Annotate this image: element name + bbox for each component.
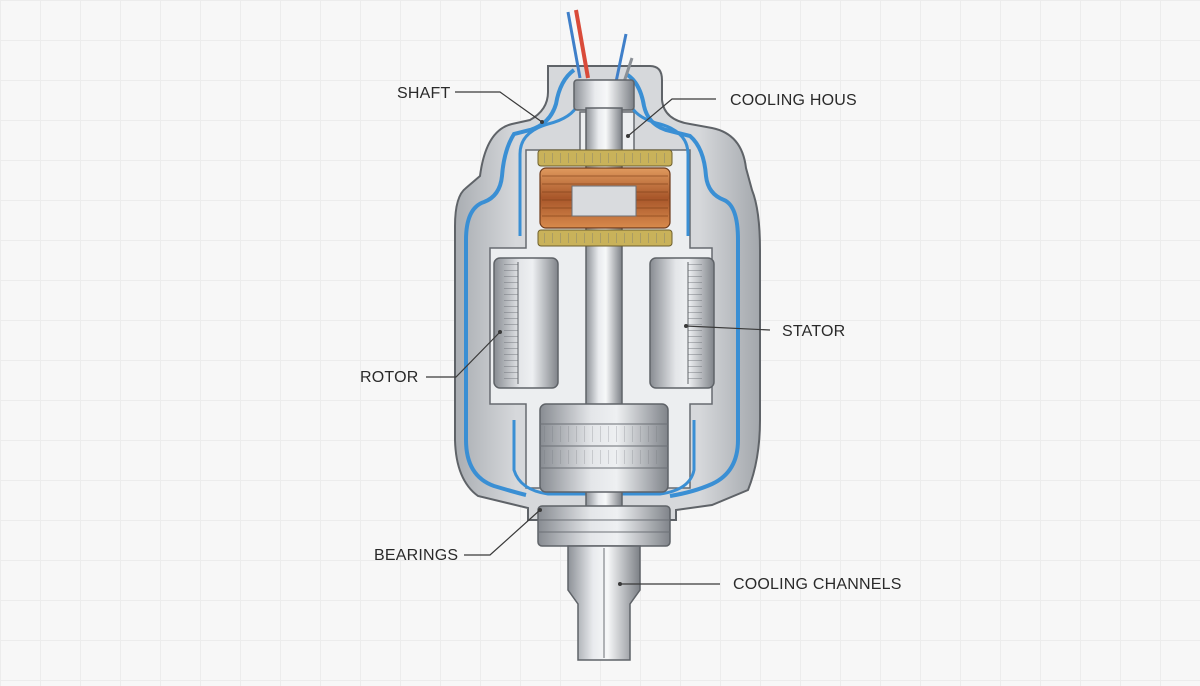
leader-cooling-channels-dot [618, 582, 622, 586]
label-shaft: SHAFT [397, 85, 450, 102]
copper-winding-core [571, 185, 637, 217]
wire-gray [622, 57, 634, 83]
lower-bearing-balls-1 [544, 426, 664, 442]
wire-red [574, 9, 590, 79]
lower-bearing-rings [540, 423, 668, 469]
leader-rotor-dot [498, 330, 502, 334]
shaft-top-cap [573, 79, 635, 111]
leader-stator-dot [684, 324, 688, 328]
cooling-channel-right [624, 72, 740, 498]
lower-bearing-balls-2 [544, 450, 664, 464]
rotor-laminations-left [504, 262, 518, 384]
upper-bearing-balls-bottom [540, 233, 670, 243]
lower-bearing-stack [539, 403, 669, 493]
leader-shaft [455, 91, 543, 123]
stator-laminations-right [688, 262, 702, 384]
label-cooling-channels: COOLING CHANNELS [733, 576, 902, 593]
upper-bearing-balls-top [540, 153, 670, 163]
label-bearings: BEARINGS [374, 547, 458, 564]
leader-cooling-housing-dot [626, 134, 630, 138]
leader-bearings-dot [538, 508, 542, 512]
wire-blue-1 [566, 11, 582, 79]
leader-rotor [426, 331, 501, 378]
label-stator: STATOR [782, 323, 845, 340]
stator-stack-right [649, 257, 715, 389]
cooling-channel-left [464, 68, 576, 497]
leader-stator [685, 325, 771, 331]
label-rotor: ROTOR [360, 369, 418, 386]
leader-cooling-housing [627, 98, 716, 137]
label-cooling-housing: COOLING HOUS [730, 92, 857, 109]
leader-shaft-dot [540, 120, 544, 124]
bottom-flange [537, 505, 671, 547]
leader-bearings [464, 509, 541, 556]
rotor-stack-left [493, 257, 559, 389]
wire-blue-2 [614, 33, 628, 83]
